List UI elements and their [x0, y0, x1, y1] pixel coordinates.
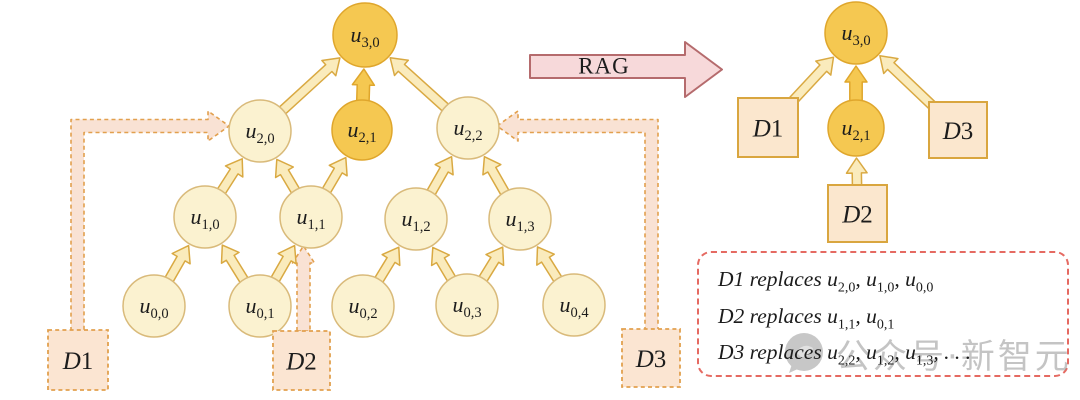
- node-u13-label: u1,3: [505, 206, 534, 235]
- doc-rD3-label: D3: [942, 118, 974, 145]
- node-ru21-label: u2,1: [841, 115, 870, 144]
- rag-label: RAG: [578, 54, 630, 79]
- doc-rD3: [928, 101, 988, 159]
- retrieval-band-d1: [70, 110, 230, 332]
- node-u11-label: u1,1: [296, 204, 325, 233]
- node-u03: [435, 273, 499, 337]
- node-u12: [384, 187, 448, 251]
- doc-D3: [621, 328, 681, 388]
- doc-D2-label: D2: [285, 349, 317, 376]
- node-u21: [331, 99, 393, 161]
- node-ru30-label: u3,0: [841, 20, 870, 49]
- node-u04: [542, 273, 606, 337]
- node-ru21: [827, 99, 885, 157]
- node-u02: [331, 274, 395, 338]
- doc-rD2: [827, 184, 888, 243]
- node-u00-label: u0,0: [139, 293, 168, 322]
- doc-rD1-label: D1: [752, 116, 784, 143]
- node-u01-label: u0,1: [245, 293, 274, 322]
- node-u12-label: u1,2: [401, 206, 430, 235]
- rag-arrow: [529, 41, 723, 98]
- node-u21-label: u2,1: [347, 117, 376, 146]
- doc-rD1: [737, 97, 799, 158]
- node-u02-label: u0,2: [348, 293, 377, 322]
- legend-text: D1 replaces u2,0, u1,0, u0,0 D2 replaces …: [697, 251, 1069, 371]
- node-u22-label: u2,2: [453, 115, 482, 144]
- node-u01: [228, 274, 292, 338]
- legend-line-3: D3 replaces u2,2, u1,2, u1,3, . . .: [718, 340, 971, 369]
- doc-D2: [272, 330, 331, 391]
- legend-line-1: D1 replaces u2,0, u1,0, u0,0: [718, 267, 934, 296]
- legend-line-2: D2 replaces u1,1, u0,1: [718, 303, 895, 332]
- node-u30-label: u3,0: [350, 22, 379, 51]
- node-u10-label: u1,0: [190, 204, 219, 233]
- node-u11: [279, 185, 343, 249]
- doc-D1: [47, 329, 109, 391]
- node-u04-label: u0,4: [559, 292, 589, 321]
- node-u20-label: u2,0: [245, 118, 274, 147]
- node-u03-label: u0,3: [452, 292, 481, 321]
- legend-box: [697, 251, 1069, 377]
- node-u13: [488, 187, 552, 251]
- node-u20: [228, 99, 292, 163]
- node-ru30: [824, 1, 888, 65]
- doc-D1-label: D1: [62, 348, 94, 375]
- node-u00: [122, 274, 186, 338]
- retrieval-band-d3: [496, 110, 659, 332]
- doc-D3-label: D3: [635, 346, 667, 373]
- node-u22: [436, 96, 500, 160]
- doc-rD2-label: D2: [841, 202, 873, 229]
- node-u30: [332, 2, 398, 68]
- node-u10: [173, 185, 237, 249]
